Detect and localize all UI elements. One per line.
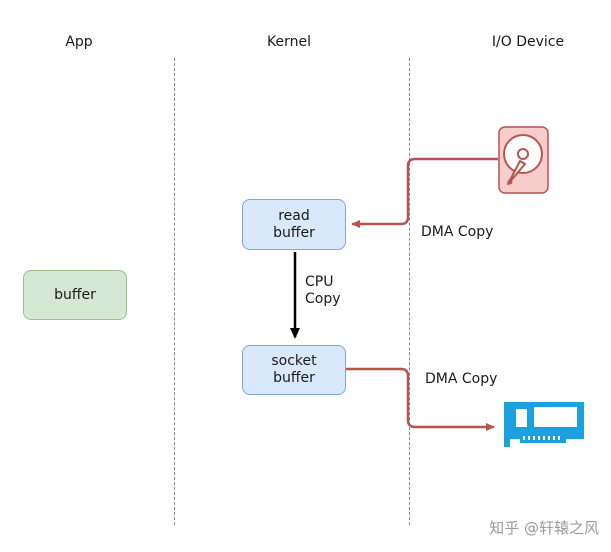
lane-divider-app-kernel	[174, 58, 175, 525]
read-buffer-box: read buffer	[242, 199, 346, 250]
dma-copy-in-arrow	[351, 157, 498, 228]
dma-copy-in-label: DMA Copy	[421, 224, 494, 240]
lane-title-app: App	[65, 34, 93, 50]
network-card-icon	[504, 402, 584, 447]
dma-copy-out-label: DMA Copy	[425, 371, 498, 387]
app-buffer-box: buffer	[23, 270, 127, 320]
watermark: 知乎 @轩辕之风	[489, 519, 599, 537]
hard-disk-icon	[498, 126, 549, 194]
lane-divider-kernel-io	[409, 58, 410, 525]
dma-copy-out-arrow	[345, 367, 495, 431]
lane-title-kernel: Kernel	[267, 34, 311, 50]
lane-title-io-device: I/O Device	[491, 34, 565, 50]
cpu-copy-label: CPU Copy	[305, 274, 341, 307]
socket-buffer-box: socket buffer	[242, 345, 346, 395]
